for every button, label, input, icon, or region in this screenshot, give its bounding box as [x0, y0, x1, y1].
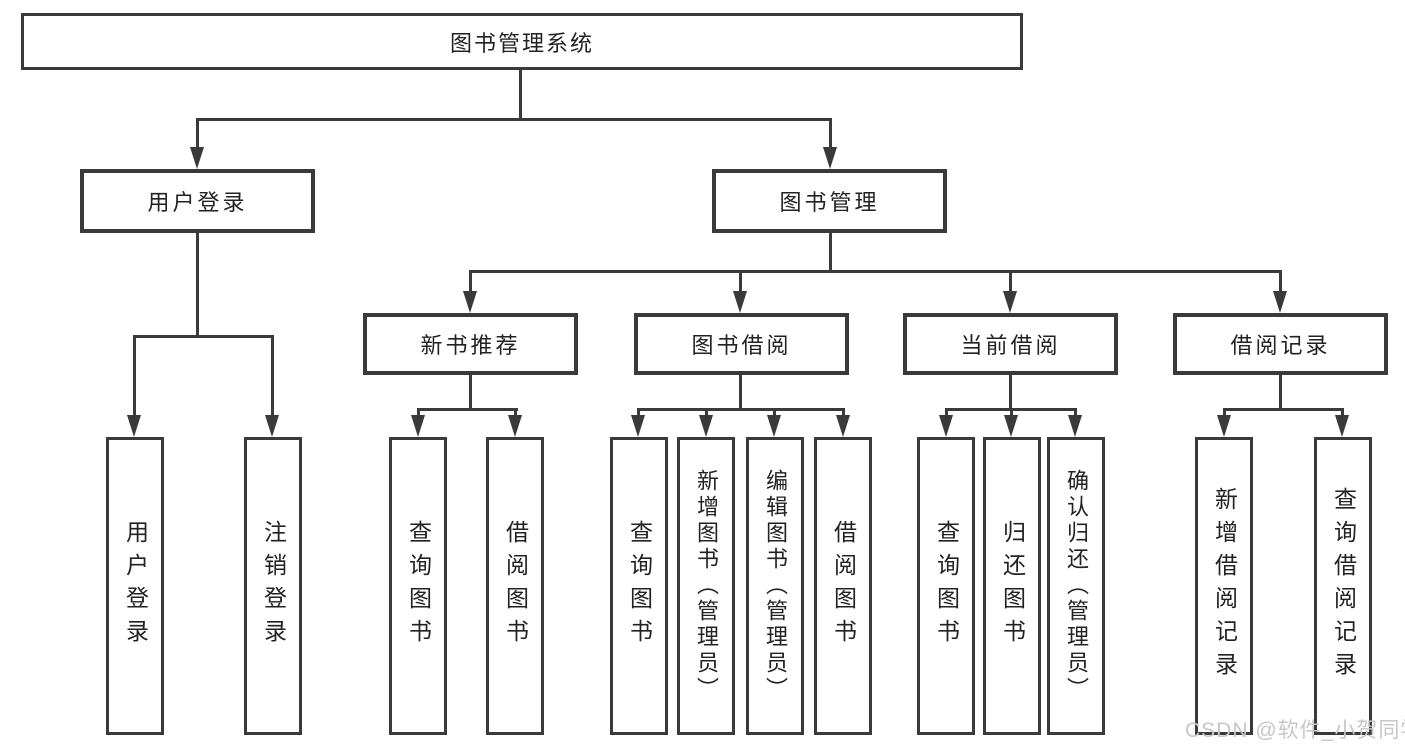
- connector-line: [739, 375, 742, 410]
- leaf-edit-books-admin: 编辑图书（管理员）: [746, 437, 804, 735]
- node-book-borrowing: 图书借阅: [634, 313, 849, 375]
- node-book-management-label: 图书管理: [779, 190, 880, 215]
- connector-line: [705, 408, 708, 418]
- leaf-user-login: 用户登录: [106, 437, 164, 735]
- arrow-down-icon: [1004, 415, 1018, 437]
- arrow-down-icon: [823, 147, 837, 169]
- connector-line: [1074, 408, 1077, 418]
- arrow-down-icon: [767, 415, 781, 437]
- leaf-query-books-current: 查询图书: [917, 437, 975, 735]
- connector-line: [469, 375, 472, 410]
- arrow-down-icon: [733, 291, 747, 313]
- connector-line: [637, 408, 845, 411]
- connector-line: [1223, 408, 1226, 418]
- connector-line: [271, 335, 274, 417]
- watermark: CSDN @软件_小贺同学: [1185, 719, 1405, 742]
- connector-line: [133, 335, 274, 338]
- leaf-query-books-borrowing: 查询图书: [610, 437, 668, 735]
- leaf-borrow-books-borrowing: 借阅图书: [814, 437, 872, 735]
- connector-line: [1279, 375, 1282, 410]
- connector-line: [1010, 408, 1013, 418]
- arrow-down-icon: [939, 415, 953, 437]
- node-current-borrowing-label: 当前借阅: [960, 333, 1061, 358]
- connector-line: [1341, 408, 1344, 418]
- connector-line: [519, 70, 522, 118]
- node-system-root: 图书管理系统: [21, 13, 1023, 70]
- leaf-confirm-return-admin: 确认归还（管理员）: [1047, 437, 1105, 735]
- leaf-confirm-return-admin-label: 确认归还（管理员）: [1064, 469, 1089, 703]
- arrow-down-icon: [1068, 415, 1082, 437]
- arrow-down-icon: [127, 415, 141, 437]
- connector-line: [1009, 270, 1012, 294]
- node-book-borrowing-label: 图书借阅: [691, 333, 792, 358]
- leaf-return-books-label: 归还图书: [999, 520, 1026, 652]
- arrow-down-icon: [1217, 415, 1231, 437]
- connector-line: [829, 118, 832, 150]
- arrow-down-icon: [836, 415, 850, 437]
- leaf-query-borrow-record-label: 查询借阅记录: [1330, 487, 1357, 685]
- arrow-down-icon: [1335, 415, 1349, 437]
- leaf-query-borrow-record: 查询借阅记录: [1314, 437, 1372, 735]
- leaf-add-books-admin-label: 新增图书（管理员）: [694, 469, 719, 703]
- node-user-login-label: 用户登录: [147, 190, 248, 215]
- leaf-logout-login: 注销登录: [244, 437, 302, 735]
- node-current-borrowing: 当前借阅: [903, 313, 1118, 375]
- arrow-down-icon: [1003, 291, 1017, 313]
- node-borrow-records: 借阅记录: [1173, 313, 1388, 375]
- leaf-query-books-current-label: 查询图书: [933, 520, 960, 652]
- connector-line: [773, 408, 776, 418]
- arrow-down-icon: [508, 415, 522, 437]
- connector-line: [514, 408, 517, 418]
- leaf-add-borrow-record-label: 新增借阅记录: [1211, 487, 1238, 685]
- leaf-borrow-books-recommend: 借阅图书: [486, 437, 544, 735]
- connector-line: [196, 118, 199, 150]
- connector-line: [196, 118, 832, 121]
- connector-line: [1009, 375, 1012, 410]
- arrow-down-icon: [463, 291, 477, 313]
- node-new-book-recommend: 新书推荐: [363, 313, 578, 375]
- arrow-down-icon: [265, 415, 279, 437]
- connector-line: [469, 270, 1281, 273]
- connector-line: [829, 233, 832, 272]
- connector-line: [945, 408, 948, 418]
- arrow-down-icon: [190, 147, 204, 169]
- leaf-add-books-admin: 新增图书（管理员）: [677, 437, 735, 735]
- leaf-add-borrow-record: 新增借阅记录: [1195, 437, 1253, 735]
- leaf-query-books-recommend-label: 查询图书: [405, 520, 432, 652]
- leaf-edit-books-admin-label: 编辑图书（管理员）: [763, 469, 788, 703]
- connector-line: [469, 270, 472, 294]
- connector-line: [1279, 270, 1282, 294]
- connector-line: [739, 270, 742, 294]
- connector-line: [133, 335, 136, 417]
- connector-line: [1223, 408, 1344, 411]
- connector-line: [196, 233, 199, 337]
- node-new-book-recommend-label: 新书推荐: [420, 333, 521, 358]
- leaf-borrow-books-borrowing-label: 借阅图书: [830, 520, 857, 652]
- connector-line: [637, 408, 640, 418]
- connector-line: [842, 408, 845, 418]
- node-user-login: 用户登录: [80, 169, 315, 233]
- leaf-user-login-label: 用户登录: [122, 520, 149, 652]
- leaf-logout-login-label: 注销登录: [260, 520, 287, 652]
- arrow-down-icon: [699, 415, 713, 437]
- arrow-down-icon: [631, 415, 645, 437]
- leaf-query-books-recommend: 查询图书: [389, 437, 447, 735]
- arrow-down-icon: [411, 415, 425, 437]
- node-system-root-label: 图书管理系统: [449, 30, 594, 56]
- node-book-management: 图书管理: [712, 169, 947, 233]
- leaf-return-books: 归还图书: [983, 437, 1041, 735]
- leaf-query-books-borrowing-label: 查询图书: [626, 520, 653, 652]
- node-borrow-records-label: 借阅记录: [1230, 333, 1331, 358]
- arrow-down-icon: [1273, 291, 1287, 313]
- leaf-borrow-books-recommend-label: 借阅图书: [502, 520, 529, 652]
- connector-line: [417, 408, 420, 418]
- connector-line: [417, 408, 518, 411]
